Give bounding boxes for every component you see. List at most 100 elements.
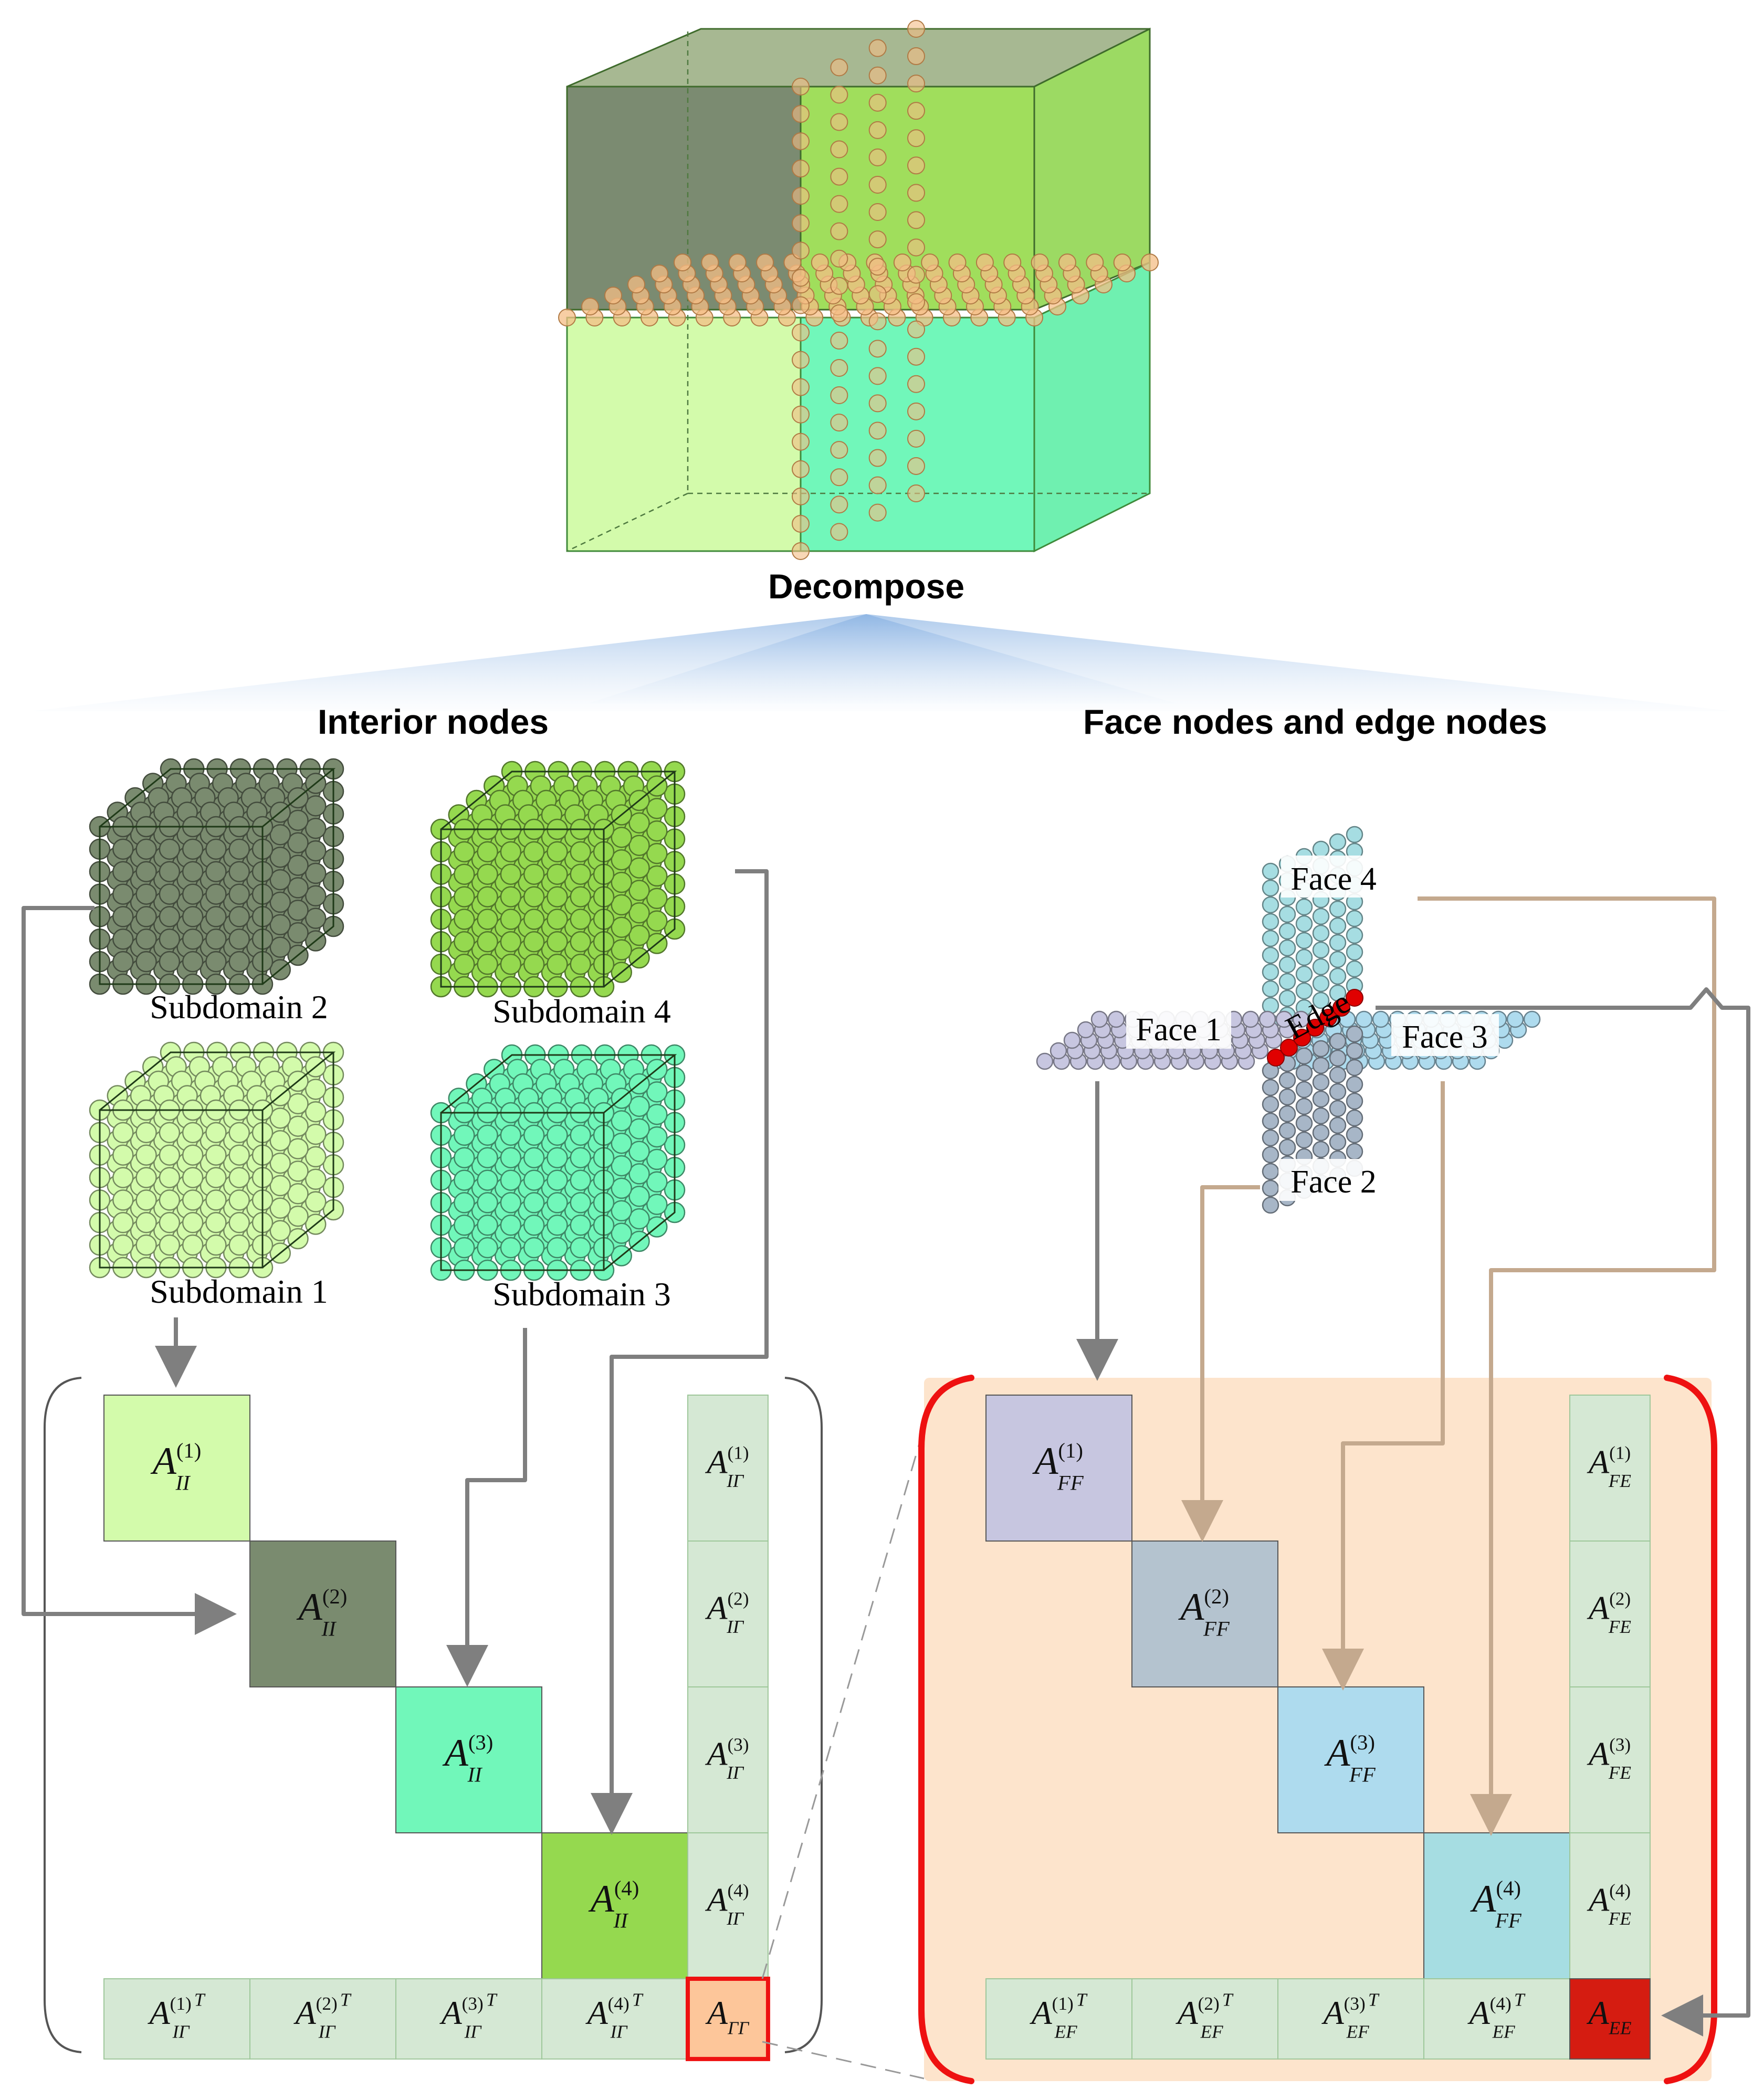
left-matrix-diag-label-4-sub: II: [613, 1908, 629, 1932]
interior-node: [477, 953, 498, 975]
left-matrix-diag-label-1: A(1)II: [150, 1439, 202, 1494]
interior-node: [228, 1234, 250, 1256]
interior-node: [159, 838, 181, 860]
interior-node: [159, 861, 181, 882]
face-3-label: Face 3: [1402, 1019, 1488, 1055]
interior-node: [269, 846, 291, 868]
face-node: [1329, 1100, 1347, 1117]
interior-node: [182, 1144, 204, 1166]
interior-node: [287, 922, 309, 944]
interior-node: [182, 1234, 204, 1256]
right-matrix-row-label-4-base: A: [1467, 1994, 1491, 2031]
interior-node: [454, 841, 475, 863]
interior-node: [287, 809, 309, 831]
interface-node: [792, 514, 810, 533]
face-node: [1329, 951, 1347, 968]
left-matrix-row-label-3-transpose: T: [486, 1989, 498, 2010]
interior-node: [135, 1144, 157, 1166]
interior-node: [228, 838, 250, 860]
interior-node: [628, 812, 650, 834]
interface-node: [868, 258, 887, 276]
interior-node: [269, 1197, 291, 1219]
interior-node: [646, 798, 668, 819]
interior-node: [477, 863, 498, 885]
left-matrix-row-block-4: [541, 1978, 688, 2060]
interior-node: [205, 951, 227, 973]
right-matrix-diag-label-1-sub: FF: [1057, 1471, 1084, 1494]
interface-node: [756, 254, 774, 271]
interface-node: [893, 254, 911, 271]
interior-node: [112, 883, 134, 905]
left-matrix-diag-label-3-base: A: [442, 1732, 469, 1775]
interior-node: [228, 1122, 250, 1144]
interface-node: [830, 523, 848, 541]
edge-node: [1293, 1029, 1311, 1047]
right-matrix-diag-label-2-sub: FF: [1203, 1617, 1230, 1640]
interior-node: [646, 1081, 668, 1103]
left-matrix-col-block-2: [687, 1540, 769, 1687]
right-matrix-corner-label-sub: EE: [1608, 2018, 1631, 2038]
interior-node: [547, 1147, 568, 1168]
interior-node: [500, 1237, 522, 1259]
interior-node: [523, 863, 545, 885]
interior-node: [570, 1215, 591, 1236]
interface-node: [830, 167, 848, 186]
face-node: [1275, 1010, 1293, 1028]
interface-node: [868, 476, 887, 494]
face-node: [1107, 1010, 1125, 1028]
interface-node: [728, 254, 747, 271]
face-node: [1262, 896, 1279, 914]
face-edge-nodes-heading: Face nodes and edge nodes: [1083, 702, 1547, 741]
interior-node: [477, 1124, 498, 1146]
interior-node: [287, 900, 309, 921]
arrow-face3: [1322, 1081, 1445, 1691]
interface-node: [907, 75, 925, 93]
right-matrix-diag-label-3: A(3)FF: [1324, 1730, 1376, 1786]
face-node: [1295, 1131, 1313, 1149]
left-matrix-col-label-4: A(4)IΓ: [705, 1881, 749, 1929]
face-node: [1036, 1052, 1054, 1070]
left-matrix-col-label-1-sub: IΓ: [726, 1471, 744, 1491]
left-matrix-col-label-4-sub: IΓ: [726, 1908, 744, 1929]
interior-node: [454, 1147, 475, 1168]
right-matrix-row-label-3-sup: (3): [1344, 1993, 1366, 2014]
interface-node: [811, 254, 829, 271]
interface-node: [792, 323, 810, 342]
left-matrix-col-block-1: [687, 1395, 769, 1542]
right-matrix-col-label-3: A(3)FE: [1587, 1735, 1631, 1783]
interior-node: [500, 841, 522, 863]
subdomain-4-label: Subdomain 4: [492, 993, 671, 1030]
face-node: [1292, 1010, 1310, 1028]
left-matrix: A(1)IIA(2)IIA(3)IIA(4)IIA(1)IΓA(2)IΓA(3)…: [103, 1395, 770, 2061]
interior-node: [112, 1189, 134, 1211]
face-node: [1262, 1079, 1279, 1096]
face-node: [1077, 1021, 1095, 1039]
right-matrix-diag-label-4-sub: FF: [1495, 1908, 1522, 1932]
interface-node: [830, 358, 848, 377]
face-node: [1346, 1025, 1363, 1043]
face-node: [1312, 941, 1330, 959]
interior-node: [305, 1101, 327, 1123]
face-node: [1329, 1083, 1347, 1101]
interior-node: [135, 1189, 157, 1211]
node-cube-edges: [99, 1051, 336, 1269]
interior-node: [159, 1189, 181, 1211]
interior-node: [646, 820, 668, 842]
interior-node: [477, 1192, 498, 1213]
subdomain-1-node-cube: [89, 1041, 344, 1279]
left-matrix-diag-label-2: A(2)II: [296, 1585, 348, 1640]
face-node: [1295, 948, 1313, 966]
interior-node: [287, 1160, 309, 1182]
interior-node: [547, 931, 568, 953]
interior-node: [646, 1126, 668, 1148]
arrows-interior: [22, 869, 769, 1835]
interior-node: [135, 906, 157, 927]
interface-node: [830, 58, 848, 77]
right-matrix-corner-block: [1569, 1978, 1651, 2060]
interior-node: [477, 1169, 498, 1191]
interior-node: [135, 861, 157, 882]
interface-node: [907, 102, 925, 120]
interface-node: [792, 351, 810, 369]
interface-node: [1058, 254, 1076, 271]
left-matrix-corner-block: [686, 1977, 770, 2061]
